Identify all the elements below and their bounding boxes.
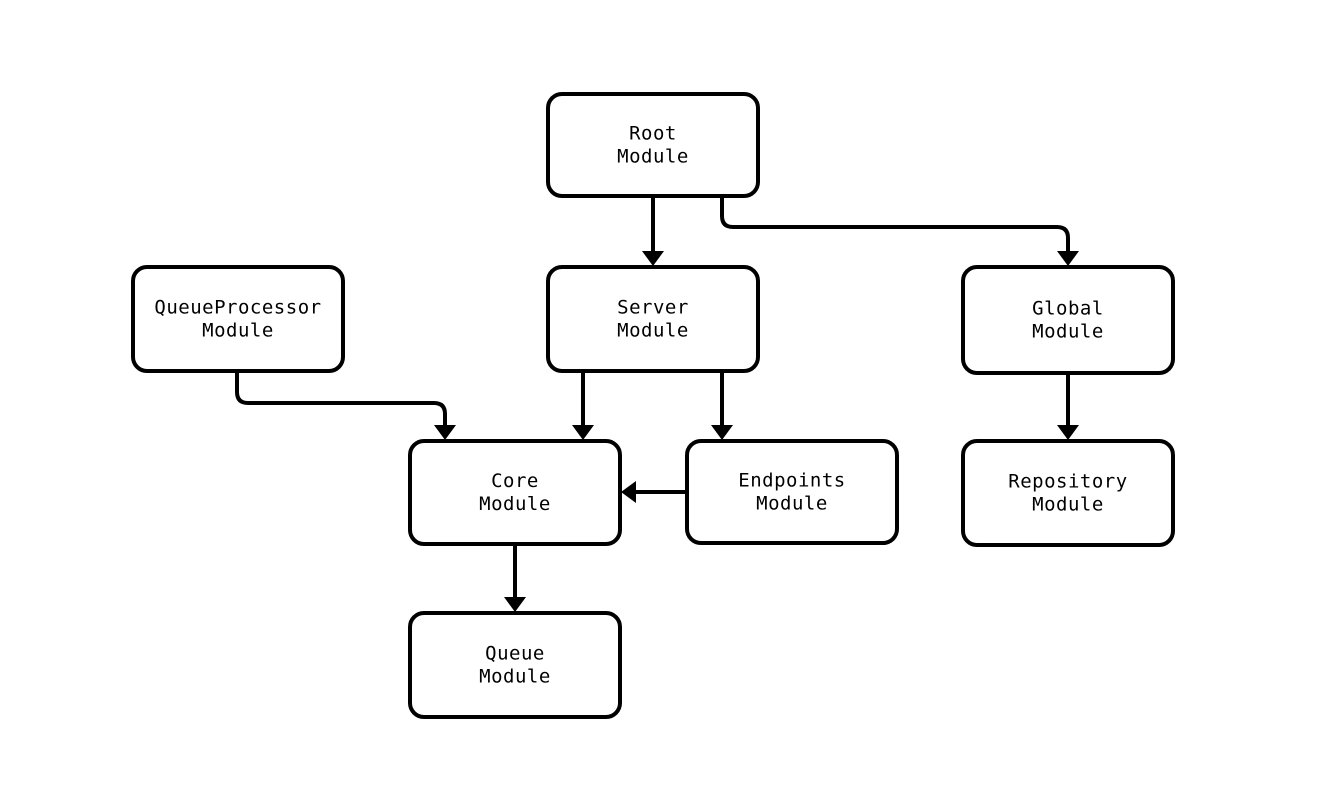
node-box-queue[interactable]	[408, 611, 622, 719]
edge-root-to-server	[642, 196, 664, 266]
edge-global-to-repository	[1057, 373, 1079, 440]
nodes-layer: RootModuleQueueProcessorModuleServerModu…	[131, 92, 1175, 719]
arrowhead-icon	[572, 425, 594, 440]
node-box-server[interactable]	[546, 265, 760, 373]
node-box-core[interactable]	[408, 439, 622, 546]
node-label-global-name: Global	[1032, 298, 1104, 320]
node-box-global[interactable]	[961, 265, 1175, 375]
edge-queueprocessor-to-core	[235, 371, 456, 440]
edges-layer	[235, 196, 1079, 612]
node-label-root-suffix: Module	[617, 146, 689, 168]
arrowhead-icon	[621, 481, 636, 503]
edge-root-to-global	[720, 196, 1079, 266]
node-label-root-name: Root	[629, 123, 677, 145]
arrowhead-icon	[1057, 251, 1079, 266]
node-label-queue-name: Queue	[485, 643, 545, 665]
node-box-repository[interactable]	[961, 439, 1175, 547]
node-label-endpoints-name: Endpoints	[738, 470, 845, 492]
node-label-core-name: Core	[491, 470, 539, 492]
arrowhead-icon	[1057, 425, 1079, 440]
node-label-queue-suffix: Module	[479, 666, 551, 688]
arrowhead-icon	[434, 425, 456, 440]
node-box-root[interactable]	[546, 92, 760, 198]
node-label-queueprocessor-name: QueueProcessor	[154, 297, 321, 319]
node-label-core-suffix: Module	[479, 493, 551, 515]
node-label-repository-name: Repository	[1008, 471, 1127, 493]
edge-server-to-core	[572, 371, 594, 440]
arrowhead-icon	[504, 597, 526, 612]
node-label-global-suffix: Module	[1032, 321, 1104, 343]
node-box-queueprocessor[interactable]	[131, 265, 345, 373]
node-box-endpoints[interactable]	[685, 439, 899, 545]
arrowhead-icon	[711, 425, 733, 440]
node-label-repository-suffix: Module	[1032, 494, 1104, 516]
node-label-endpoints-suffix: Module	[756, 493, 828, 515]
edge-endpoints-to-core	[621, 481, 687, 503]
node-label-server-name: Server	[617, 297, 689, 319]
edge-server-to-endpoints	[711, 371, 733, 440]
node-label-queueprocessor-suffix: Module	[202, 320, 274, 342]
edge-core-to-queue	[504, 544, 526, 612]
arrowhead-icon	[642, 251, 664, 266]
node-label-server-suffix: Module	[617, 320, 689, 342]
